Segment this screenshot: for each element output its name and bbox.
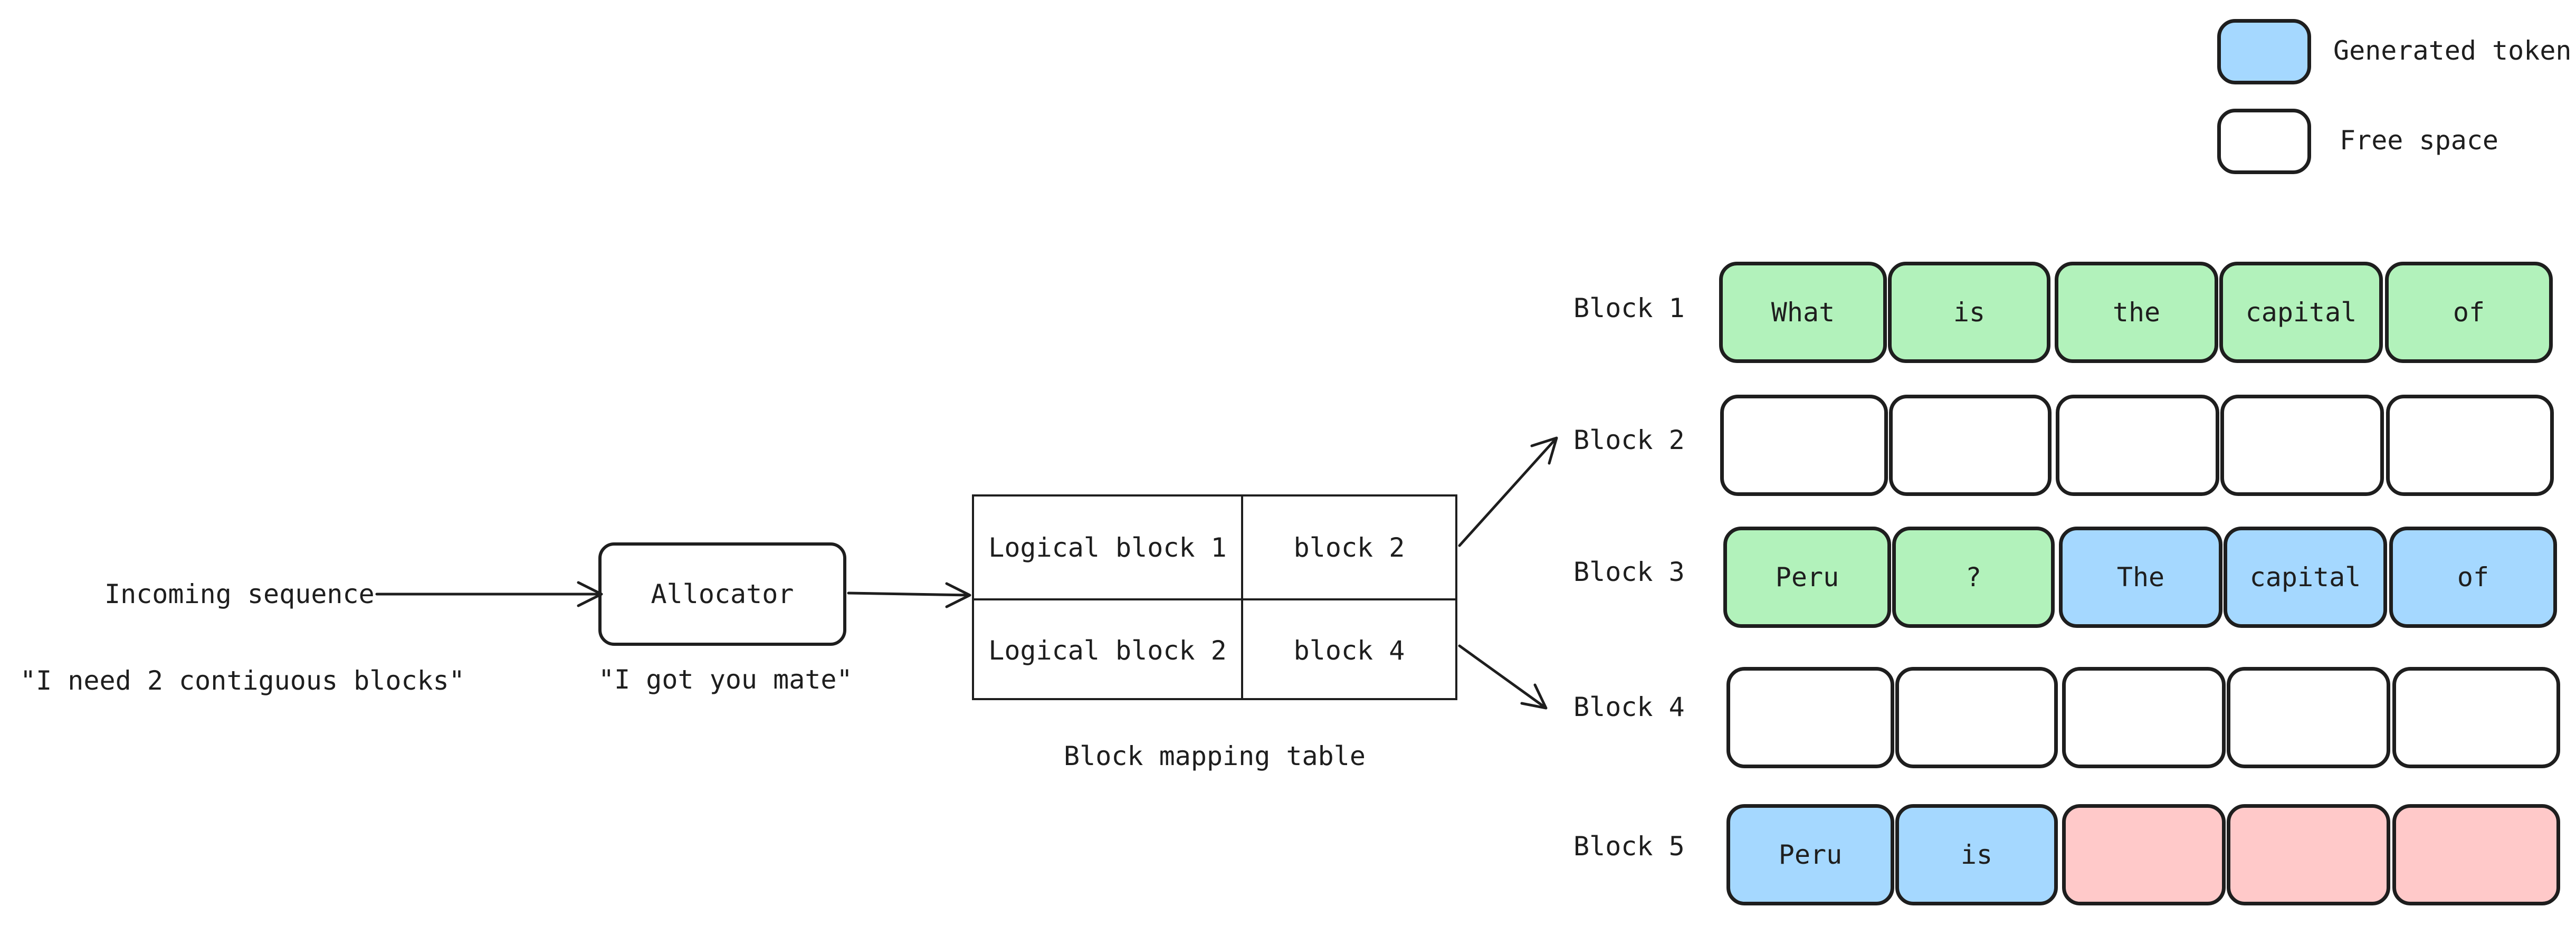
block-label-2: Block 2 bbox=[1573, 425, 1685, 455]
token-cell bbox=[1726, 667, 1894, 768]
token-cell: Peru bbox=[1726, 804, 1894, 905]
token-cell: capital bbox=[2219, 262, 2383, 363]
token-cell bbox=[1895, 667, 2058, 768]
block-label-1: Block 1 bbox=[1573, 293, 1685, 323]
token-cell: the bbox=[2055, 262, 2218, 363]
token-cell bbox=[2056, 395, 2219, 496]
table-cell-logical-2: Logical block 2 bbox=[988, 635, 1227, 666]
token-cell bbox=[1720, 395, 1888, 496]
token-cell bbox=[2227, 804, 2390, 905]
token-cell bbox=[2392, 804, 2560, 905]
arrow-table-to-block-4 bbox=[1458, 644, 1548, 710]
table-cell-physical-1: block 2 bbox=[1293, 532, 1405, 563]
token-cell: of bbox=[2385, 262, 2553, 363]
token-cell: ? bbox=[1892, 527, 2055, 628]
legend-generated-label: Generated token bbox=[2333, 35, 2572, 66]
token-cell: The bbox=[2059, 527, 2222, 628]
legend-generated-swatch bbox=[2217, 19, 2311, 84]
token-cell bbox=[2062, 667, 2226, 768]
allocator-quote: "I got you mate" bbox=[598, 664, 853, 695]
token-cell: is bbox=[1888, 262, 2050, 363]
incoming-sequence-quote: "I need 2 contiguous blocks" bbox=[20, 665, 465, 696]
arrow-incoming-to-allocator bbox=[375, 581, 603, 607]
legend-free-swatch bbox=[2217, 109, 2311, 174]
token-cell: Peru bbox=[1723, 527, 1891, 628]
arrow-table-to-block-2 bbox=[1458, 436, 1558, 547]
token-cell bbox=[1889, 395, 2052, 496]
token-cell bbox=[2386, 395, 2554, 496]
token-cell bbox=[2220, 395, 2384, 496]
mapping-table-caption: Block mapping table bbox=[1064, 741, 1366, 771]
token-cell: What bbox=[1719, 262, 1887, 363]
table-cell-physical-2: block 4 bbox=[1293, 635, 1405, 666]
token-cell: capital bbox=[2224, 527, 2387, 628]
incoming-sequence-label: Incoming sequence bbox=[104, 579, 375, 609]
block-label-5: Block 5 bbox=[1573, 831, 1685, 862]
token-cell bbox=[2392, 667, 2560, 768]
block-label-4: Block 4 bbox=[1573, 692, 1685, 722]
token-cell bbox=[2227, 667, 2390, 768]
block-mapping-table: Logical block 1 block 2 Logical block 2 … bbox=[972, 494, 1457, 700]
table-cell-logical-1: Logical block 1 bbox=[988, 532, 1227, 563]
token-cell: of bbox=[2389, 527, 2557, 628]
allocator-box: Allocator bbox=[598, 542, 846, 646]
legend-free-label: Free space bbox=[2340, 125, 2499, 156]
block-label-3: Block 3 bbox=[1573, 557, 1685, 587]
token-cell bbox=[2062, 804, 2226, 905]
arrow-allocator-to-table bbox=[847, 582, 971, 608]
allocator-label: Allocator bbox=[651, 579, 794, 609]
token-cell: is bbox=[1895, 804, 2058, 905]
